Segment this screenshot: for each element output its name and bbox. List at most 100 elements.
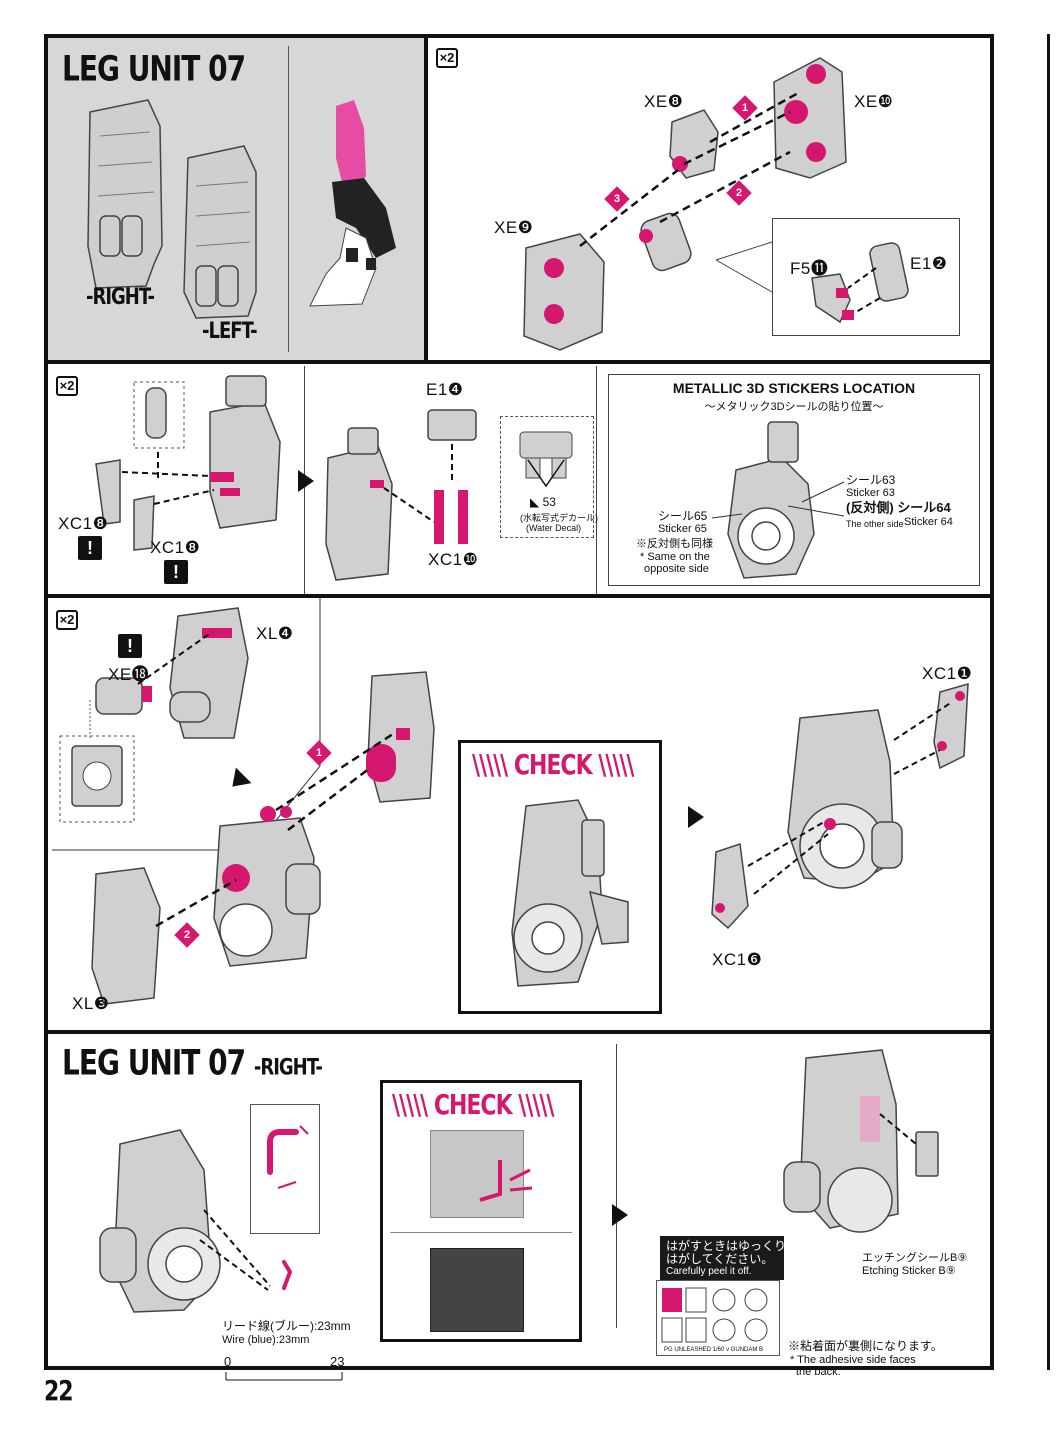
step1-assembly-diagram — [523, 57, 847, 351]
step3-subassembly-diagram — [52, 598, 321, 851]
left-label: -LEFT- — [202, 318, 258, 345]
part-label-xc18-bottom: XC1❽ — [150, 538, 201, 557]
check-label-2: CHECK — [433, 1090, 513, 1122]
part-label-xe9: XE❾ — [494, 218, 534, 237]
step-marker-2: 2 — [174, 922, 200, 948]
part-label-xc1-1: XC1❶ — [922, 664, 973, 683]
part-label-xe8: XE❽ — [644, 92, 684, 111]
sticker-panel-title: METALLIC 3D STICKERS LOCATION — [672, 380, 916, 396]
step3-final-diagram — [711, 682, 969, 930]
etching-caption-en: Etching Sticker B⑨ — [862, 1265, 956, 1277]
section-title-main: LEG UNIT 07 — [62, 1042, 246, 1084]
step-marker-1: 1 — [732, 95, 758, 121]
adhesive-note-en-2: the back. — [796, 1366, 841, 1378]
ruler-start: 0 — [224, 1354, 232, 1369]
wire-caption-jp: リード線(ブルー):23mm — [222, 1319, 351, 1333]
part-label-xc1-10: XC1❿ — [428, 550, 479, 569]
row3-bottom-rule — [44, 1030, 994, 1034]
row4-divider — [616, 1044, 617, 1328]
same-note-jp: ※反対側も同様 — [636, 538, 713, 550]
check-title-2: \\\\\ CHECK \\\\\ — [392, 1090, 554, 1122]
part-label-xc18-top: XC1❽ — [58, 514, 109, 533]
next-arrow-icon — [612, 1204, 628, 1226]
check-wire-highlight — [479, 1160, 533, 1202]
check-illustration — [511, 799, 629, 987]
sticker63-jp: シール63 — [846, 473, 896, 487]
step4-leg-diagram — [99, 1129, 271, 1313]
peel-note-en: Carefully peel it off. — [666, 1266, 752, 1277]
peel-note-jp-1: はがすときはゆっくり — [666, 1239, 787, 1253]
ruler-end: 23 — [330, 1354, 345, 1369]
section-title: LEG UNIT 07 -RIGHT- — [62, 1042, 323, 1084]
detail-callout-parts — [715, 241, 909, 324]
detail-callout — [772, 218, 960, 336]
decal-icon: ◣ 53 — [530, 495, 556, 509]
part-label-xl3: XL❸ — [72, 994, 110, 1013]
other-side-jp: (反対側) シール64 — [846, 500, 951, 515]
check-divider — [390, 1232, 572, 1233]
overview-divider — [288, 46, 289, 352]
check-photo-top — [430, 1130, 524, 1218]
sticker63-en: Sticker 63 — [846, 487, 895, 499]
part-label-xl4: XL❹ — [256, 624, 294, 643]
row2-bottom-rule — [44, 594, 994, 598]
row1-divider — [424, 38, 428, 362]
caution-icon: ! — [78, 536, 102, 560]
decal-caption-en: (Water Decal) — [526, 523, 582, 533]
part-label-f5-11: F5⓫ — [790, 259, 829, 278]
multiplier-badge: ×2 — [56, 610, 78, 630]
right-label: -RIGHT- — [86, 284, 155, 311]
step3-assembly-diagram — [91, 671, 435, 1005]
multiplier-badge: ×2 — [56, 376, 78, 396]
etching-caption-jp: エッチングシールB⑨ — [862, 1252, 968, 1264]
check-title: \\\\\ CHECK \\\\\ — [472, 750, 634, 782]
step-marker-1: 1 — [306, 740, 332, 766]
check-photo-bottom — [430, 1248, 524, 1332]
same-note-en-2: opposite side — [644, 563, 709, 575]
decal-number: 53 — [542, 495, 556, 509]
multiplier-badge: ×2 — [436, 48, 458, 68]
ruler-scale — [225, 1372, 343, 1381]
step-marker-2: 2 — [726, 180, 752, 206]
part-label-e1-4: E1❹ — [426, 380, 464, 399]
sticker64-en: Sticker 64 — [904, 516, 953, 528]
part-label-xc1-6: XC1❻ — [712, 950, 763, 969]
next-arrow-icon — [688, 806, 704, 828]
leg-unit-illustration — [87, 99, 257, 319]
step2-left-diagram — [95, 375, 281, 551]
sticker65-en: Sticker 65 — [658, 523, 707, 535]
wire-caption-en: Wire (blue):23mm — [222, 1334, 310, 1346]
etching-sheet-parts — [661, 1287, 768, 1343]
step-marker-3: 3 — [604, 186, 630, 212]
decal-caption-jp: (水転写式デカール) — [520, 513, 598, 523]
part-label-xe18: XE⓲ — [108, 665, 150, 684]
sticker-panel-subtitle: ～メタリック3Dシールの貼り位置～ — [704, 401, 884, 413]
next-arrow-icon — [298, 470, 314, 492]
caution-icon: ! — [164, 560, 188, 584]
adhesive-note-en-1: * The adhesive side faces — [790, 1354, 916, 1366]
page-frame — [44, 34, 994, 1370]
part-label-xe10: XE❿ — [854, 92, 894, 111]
sticker-location-diagram — [711, 421, 845, 579]
step2-middle-diagram — [325, 409, 477, 581]
wire-callout — [250, 1104, 320, 1234]
section-title-suffix: -RIGHT- — [253, 1054, 323, 1081]
sheet-caption: PG UNLEASHED 1/60 ν GUNDAM B — [664, 1347, 764, 1353]
part-label-e1-2: E1❷ — [910, 254, 948, 273]
peel-note-box — [660, 1236, 784, 1280]
water-decal-illustration — [519, 431, 573, 488]
sticker65-jp: シール65 — [658, 509, 708, 523]
peel-note-jp-2: はがしてください。 — [666, 1252, 774, 1266]
step4-sticker-diagram — [783, 1049, 939, 1233]
next-page-edge — [1047, 34, 1061, 1370]
mobile-suit-silhouette — [309, 100, 396, 307]
page-number: 22 — [44, 1376, 74, 1408]
same-note-en-1: * Same on the — [640, 551, 710, 563]
caution-icon: ! — [118, 634, 142, 658]
check-label: CHECK — [513, 750, 593, 782]
row1-bottom-rule — [44, 360, 994, 364]
wire-illustration — [267, 1125, 309, 1290]
other-side-en: The other side — [846, 519, 904, 529]
row2-divider-b — [596, 366, 597, 594]
adhesive-note-jp: ※粘着面が裏側になります。 — [788, 1339, 943, 1353]
